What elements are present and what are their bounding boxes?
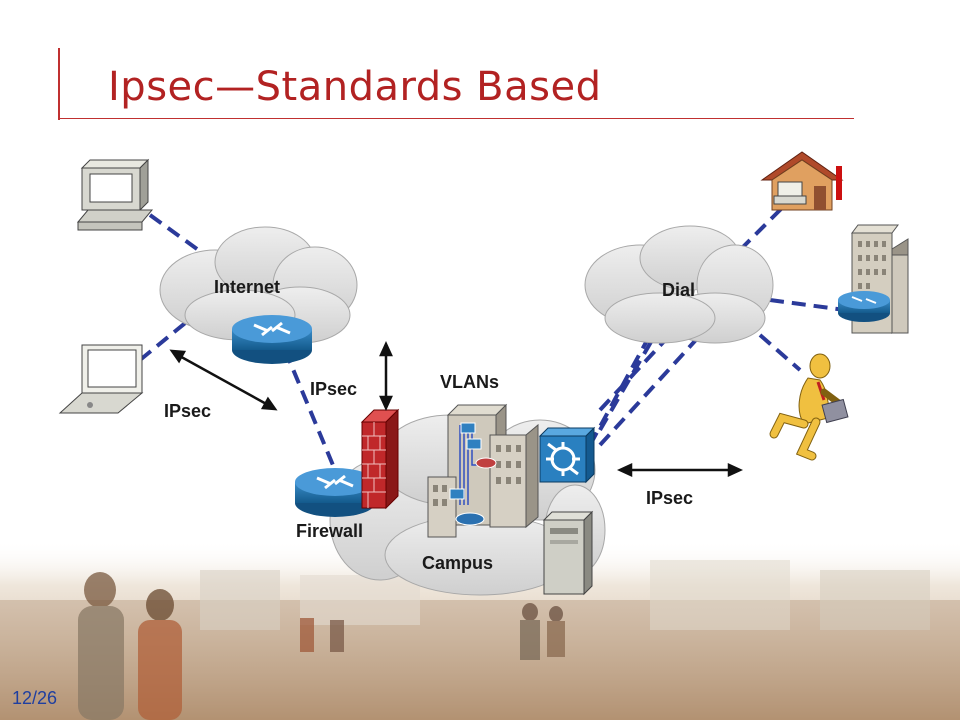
firewall-label: Firewall [296,521,364,541]
desktop-pc-icon [76,158,154,231]
link-dial-branch [769,298,846,312]
link-switch-dial-1 [598,333,657,432]
dial-cloud [584,225,774,344]
firewall-router-icon [295,468,375,517]
title-dash: — [215,64,256,110]
title-rule-horizontal [58,118,854,119]
slide-title: Ipsec—Standards Based [108,64,601,110]
link-dial-mobile [758,333,802,372]
vlan-lines-icon [459,425,488,505]
building-icon [838,224,909,334]
ipsec-right-label: IPsec [646,488,694,508]
ipsec-mid-label: IPsec [310,379,358,399]
link-laptop-internet [138,313,197,362]
photo-people [78,572,565,720]
laptop-icon [58,344,144,414]
firewall-icon [360,408,400,510]
home-office-icon [760,151,844,211]
page-number: 12/26 [12,688,58,708]
layer3-switch-icon [538,426,596,484]
title-rule-vertical [58,48,60,120]
internet-cloud-label: Internet [214,277,281,297]
link-internet-firewall [283,349,337,471]
server-icon [542,510,594,596]
ipsec-left-label: IPsec [164,401,212,421]
dial-cloud-label: Dial [662,280,696,300]
link-switch-dial-3 [598,333,672,412]
vlans-label: VLANs [440,372,500,392]
mobile-worker-icon [769,353,849,461]
link-switch-dial-4 [598,328,707,447]
campus-building-icon [427,403,539,538]
title-part-ipsec: Ipsec [108,64,216,110]
title-part-standards: Standards Based [255,64,602,110]
router-icon [232,315,312,364]
arrow-icon [169,340,744,477]
link-dial-home [738,203,787,252]
campus-cloud-label: Campus [422,553,494,573]
